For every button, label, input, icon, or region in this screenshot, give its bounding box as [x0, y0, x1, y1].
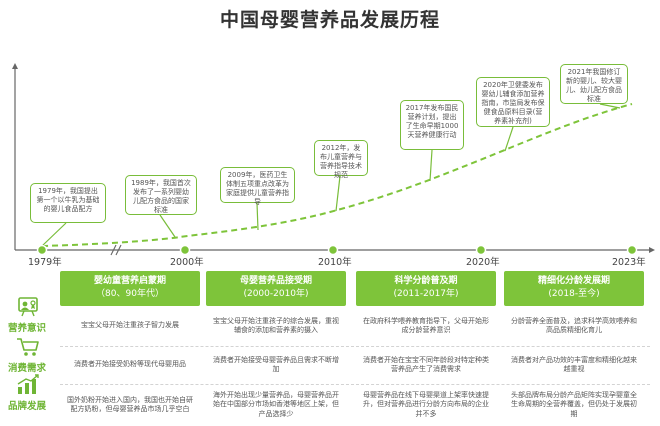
axis-dot — [626, 244, 638, 256]
row-separator — [60, 346, 650, 347]
event-pointer — [335, 175, 341, 212]
event-pointer — [429, 149, 433, 182]
axis-dot — [179, 244, 191, 256]
row-label: 品牌发展 — [7, 401, 46, 412]
axis-tick-label: 2000年 — [170, 257, 204, 268]
stage-name: 精细化分龄发展期 — [537, 276, 610, 286]
event-callout: 1979年，我国提出第一个以牛乳为基础的婴儿食品配方 — [30, 183, 106, 223]
page-title: 中国母婴营养品发展历程 — [219, 9, 440, 31]
row-label: 消费需求 — [7, 363, 46, 374]
event-pointer — [504, 126, 514, 152]
axis-tick-label: 1979年 — [28, 257, 62, 268]
stage-name: 母婴营养品接受期 — [239, 276, 312, 286]
event-callout: 2017年发布国民营养计划，提出了生命早期1000天营养健康行动 — [400, 100, 464, 150]
event-callout: 1989年，我国首次发布了一系列婴幼儿配方食品的国家标准 — [125, 175, 197, 215]
stage-header: 精细化分龄发展期 (2018-至今) — [504, 271, 644, 306]
event-pointer — [256, 202, 259, 231]
growth-chart-icon — [15, 374, 41, 396]
stage-period: (2000-2010年) — [243, 289, 309, 299]
axis-dot — [327, 244, 339, 256]
stage-header: 母婴营养品接受期 (2000-2010年) — [206, 271, 346, 306]
stage-period: （80、90年代） — [96, 289, 164, 299]
event-callout: 2021年我国修订新的婴儿、较大婴儿、幼儿配方食品标准 — [560, 64, 628, 104]
row-cell: 分龄营养全面普及，追求科学高效喂养和高品质精细化育儿 — [511, 316, 637, 335]
axis-dot — [475, 244, 487, 256]
event-callout: 2012年，发布儿童营养与营养指导技术规范 — [314, 140, 368, 179]
row-cell: 消费者开始接受奶粉等现代母婴用品 — [74, 360, 186, 369]
growth-curve — [41, 103, 633, 247]
axis-tick-label: 2010年 — [318, 257, 352, 268]
stage-period: (2011-2017年) — [393, 289, 459, 299]
stage-name: 婴幼童营养启蒙期 — [93, 276, 166, 286]
row-label: 营养意识 — [7, 323, 46, 334]
axis-break-icon — [110, 244, 122, 256]
row-cell: 宝宝父母开始注重孩子智力发展 — [81, 321, 179, 330]
row-cell: 消费者开始在宝宝不同年龄段对特定种类营养品产生了消费需求 — [363, 355, 489, 374]
stage-name: 科学分龄普及期 — [394, 276, 458, 286]
event-pointer — [41, 222, 67, 247]
shopping-cart-icon — [15, 336, 41, 358]
event-pointer — [159, 214, 176, 238]
event-callout: 2009年，医药卫生体制五项重点改革为家庭提供儿童营养指导 — [220, 167, 295, 206]
row-cell: 母婴营养品在线下母婴渠道上架率快速提升，但对营养品进行分龄方向布局的企业并不多 — [363, 390, 489, 418]
row-cell: 消费者对产品功效的丰富度和精细化越来越重视 — [511, 355, 637, 374]
axis-tick-label: 2023年 — [612, 257, 646, 268]
axis-tick-label: 2020年 — [466, 257, 500, 268]
axis-dot — [36, 244, 48, 256]
user-award-icon — [15, 296, 41, 318]
stage-header: 科学分龄普及期 (2011-2017年) — [356, 271, 496, 306]
row-cell: 在政府科学喂养教育指导下，父母开始形成分龄营养意识 — [363, 316, 489, 335]
row-cell: 头部品牌布局分龄产品矩阵实现孕婴童全生命周期的全营养覆盖，但仍处于发展初期 — [511, 390, 637, 418]
event-pointer — [599, 103, 621, 109]
row-cell: 宝宝父母开始注重孩子的综合发展，重视辅食的添加和营养素的摄入 — [213, 316, 339, 335]
row-cell: 消费者开始接受母婴营养品且需求不断增加 — [213, 355, 339, 374]
stage-period: (2018-至今) — [548, 289, 600, 299]
stage-header: 婴幼童营养启蒙期 （80、90年代） — [60, 271, 200, 306]
row-cell: 国外奶粉开始进入国内，我国也开始自研配方奶粉，但母婴营养品市场几乎空白 — [67, 395, 193, 414]
row-cell: 海外开始出现少量营养品，母婴营养品开始在中国部分市场如香港等地区上架，但产品选择… — [213, 390, 339, 418]
event-callout: 2020年卫健委发布婴幼儿辅食添加营养指南，市监局发布保健食品原料目录(营养素补… — [476, 77, 550, 127]
row-separator — [60, 384, 650, 385]
